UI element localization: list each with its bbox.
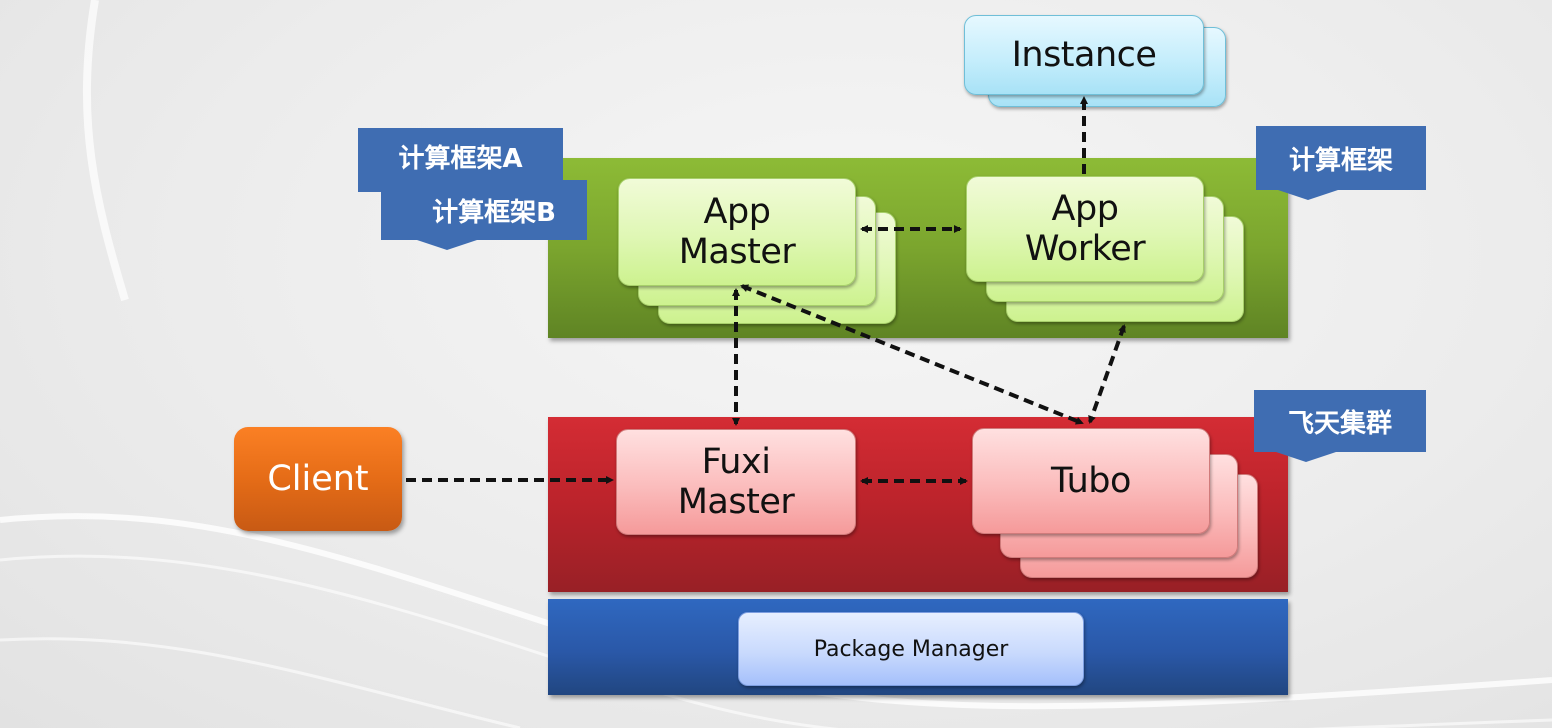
cluster-tag: 飞天集群 <box>1254 390 1426 462</box>
framework-b-label: 计算框架B <box>432 197 556 228</box>
instance-node[interactable]: Instance <box>964 15 1204 95</box>
fuxi-master-label-line2: Master <box>677 482 795 522</box>
app-worker-label-line1: App <box>1051 188 1119 229</box>
app-worker-label-line2: Worker <box>1024 229 1146 269</box>
fuxi-master-node[interactable]: Fuxi Master <box>616 429 856 535</box>
app-master-label-line1: App <box>703 191 771 232</box>
framework-b-tag: 计算框架B <box>381 180 587 250</box>
tubo-node[interactable]: Tubo <box>972 428 1210 534</box>
fuxi-master-label-line1: Fuxi <box>701 441 771 482</box>
edge-appworker-tubo <box>1088 324 1126 424</box>
package-manager-label: Package Manager <box>813 636 1009 662</box>
instance-label: Instance <box>1011 34 1157 75</box>
app-master-node[interactable]: App Master <box>618 178 856 286</box>
app-master-label-line2: Master <box>678 232 796 272</box>
app-worker-node[interactable]: App Worker <box>966 176 1204 282</box>
package-manager-node[interactable]: Package Manager <box>738 612 1084 686</box>
framework-label: 计算框架 <box>1288 145 1393 176</box>
framework-a-label: 计算框架A <box>398 144 523 174</box>
cluster-label: 飞天集群 <box>1287 408 1392 439</box>
client-node[interactable]: Client <box>234 427 402 531</box>
client-label: Client <box>267 459 369 499</box>
framework-tag: 计算框架 <box>1256 126 1426 200</box>
tubo-label: Tubo <box>1051 460 1131 501</box>
